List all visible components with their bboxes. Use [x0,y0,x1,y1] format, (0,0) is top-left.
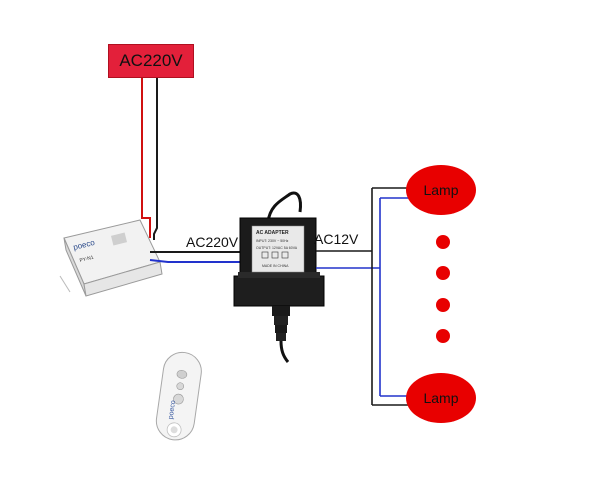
dot [436,266,450,280]
dot [436,298,450,312]
remote-button-mid [176,382,185,391]
continuation-dots [436,235,450,343]
source-wires [141,76,158,240]
lamp-bottom [406,373,476,423]
live-wire-source [141,76,151,238]
source-label-box: AC220V [108,44,194,78]
dot [436,235,450,249]
output-wires [316,187,412,406]
receiver-model: PY-N1 [79,255,95,264]
dot [436,329,450,343]
adapter-spec-3: MADE IN CHINA [262,264,289,268]
remote-control: poeco [155,351,202,441]
adapter-spec-1: INPUT: 230V ~ 50Hz [256,239,289,243]
neutral-wire-source [153,76,158,240]
remote-button-bottom [173,393,184,405]
remote-brand: poeco [168,400,178,420]
input-wire-blue [149,259,240,263]
ac-adapter: AC ADAPTER INPUT: 230V ~ 50Hz OUTPUT: 12… [233,191,325,363]
lamp-top-label: Lamp [423,182,459,198]
output-voltage-label: AC12V [314,231,359,247]
receiver-module: poeco PY-N1 [59,219,163,297]
adapter-title: AC ADAPTER [256,230,289,236]
lamp-top [406,165,476,215]
input-voltage-label: AC220V [186,234,239,250]
lamp-bottom-label: Lamp [423,390,459,406]
source-label: AC220V [119,51,183,70]
input-wires [149,251,240,263]
adapter-spec-2: OUTPUT: 12VAC 5A 60VA [256,246,298,250]
remote-button-top [176,370,188,379]
